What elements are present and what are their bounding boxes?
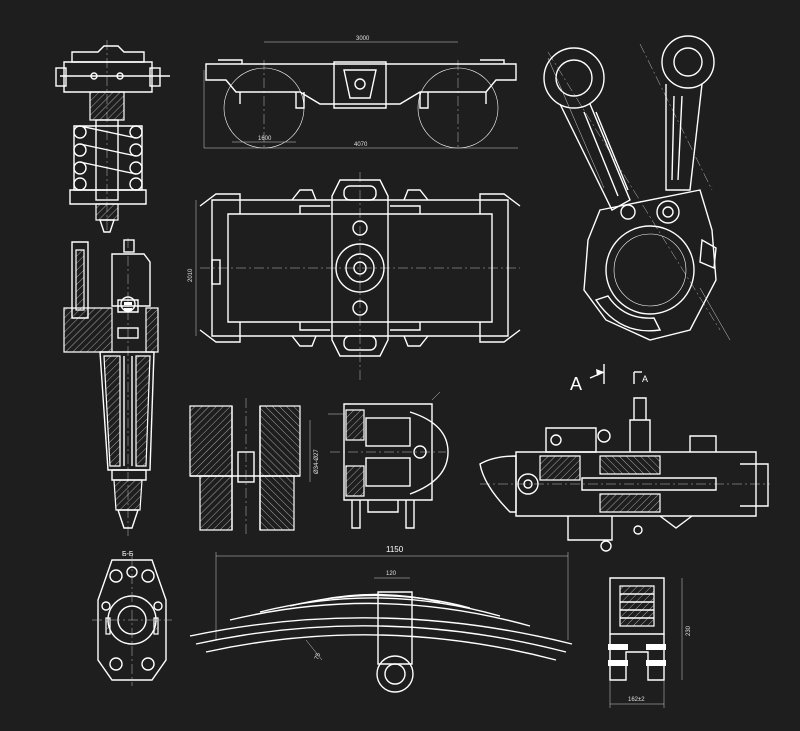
- axle-box-drawing: [328, 391, 449, 529]
- section-label-a: A: [570, 374, 582, 394]
- leaf-spring-drawing: 1150 120 75: [189, 545, 573, 693]
- connecting-rod-drawing: [543, 35, 731, 341]
- clamp-drawing: 230 162±2: [608, 577, 692, 708]
- dim-bogie-left: 1600: [258, 136, 272, 142]
- dim-bogie-bottom: 4070: [354, 142, 368, 148]
- dim-cylinder: Ø34-Ø27: [314, 449, 320, 474]
- section-marker: A A: [570, 364, 648, 394]
- dim-spring-center: 120: [386, 571, 397, 577]
- bogie-side-view: 3000 1600 4070: [203, 36, 518, 150]
- injector-drawing: [63, 238, 159, 536]
- dim-clamp-height: 230: [686, 625, 692, 636]
- cylinder-section: Ø34-Ø27: [189, 398, 320, 534]
- bogie-frame-plan: 2010: [188, 172, 521, 382]
- dim-frame-side: 2010: [188, 268, 194, 282]
- dim-bogie-top: 3000: [356, 36, 370, 42]
- dim-clamp-width: 162±2: [628, 697, 645, 703]
- valve-assembly-drawing: [479, 397, 770, 552]
- flange-label: Б-Б: [122, 551, 134, 558]
- section-mark-a: A: [642, 374, 648, 384]
- flange-drawing: Б-Б: [92, 551, 172, 686]
- spring-assembly-drawing: [55, 40, 170, 233]
- dim-spring-angle: 75: [314, 652, 322, 661]
- dim-spring-length: 1150: [386, 545, 404, 554]
